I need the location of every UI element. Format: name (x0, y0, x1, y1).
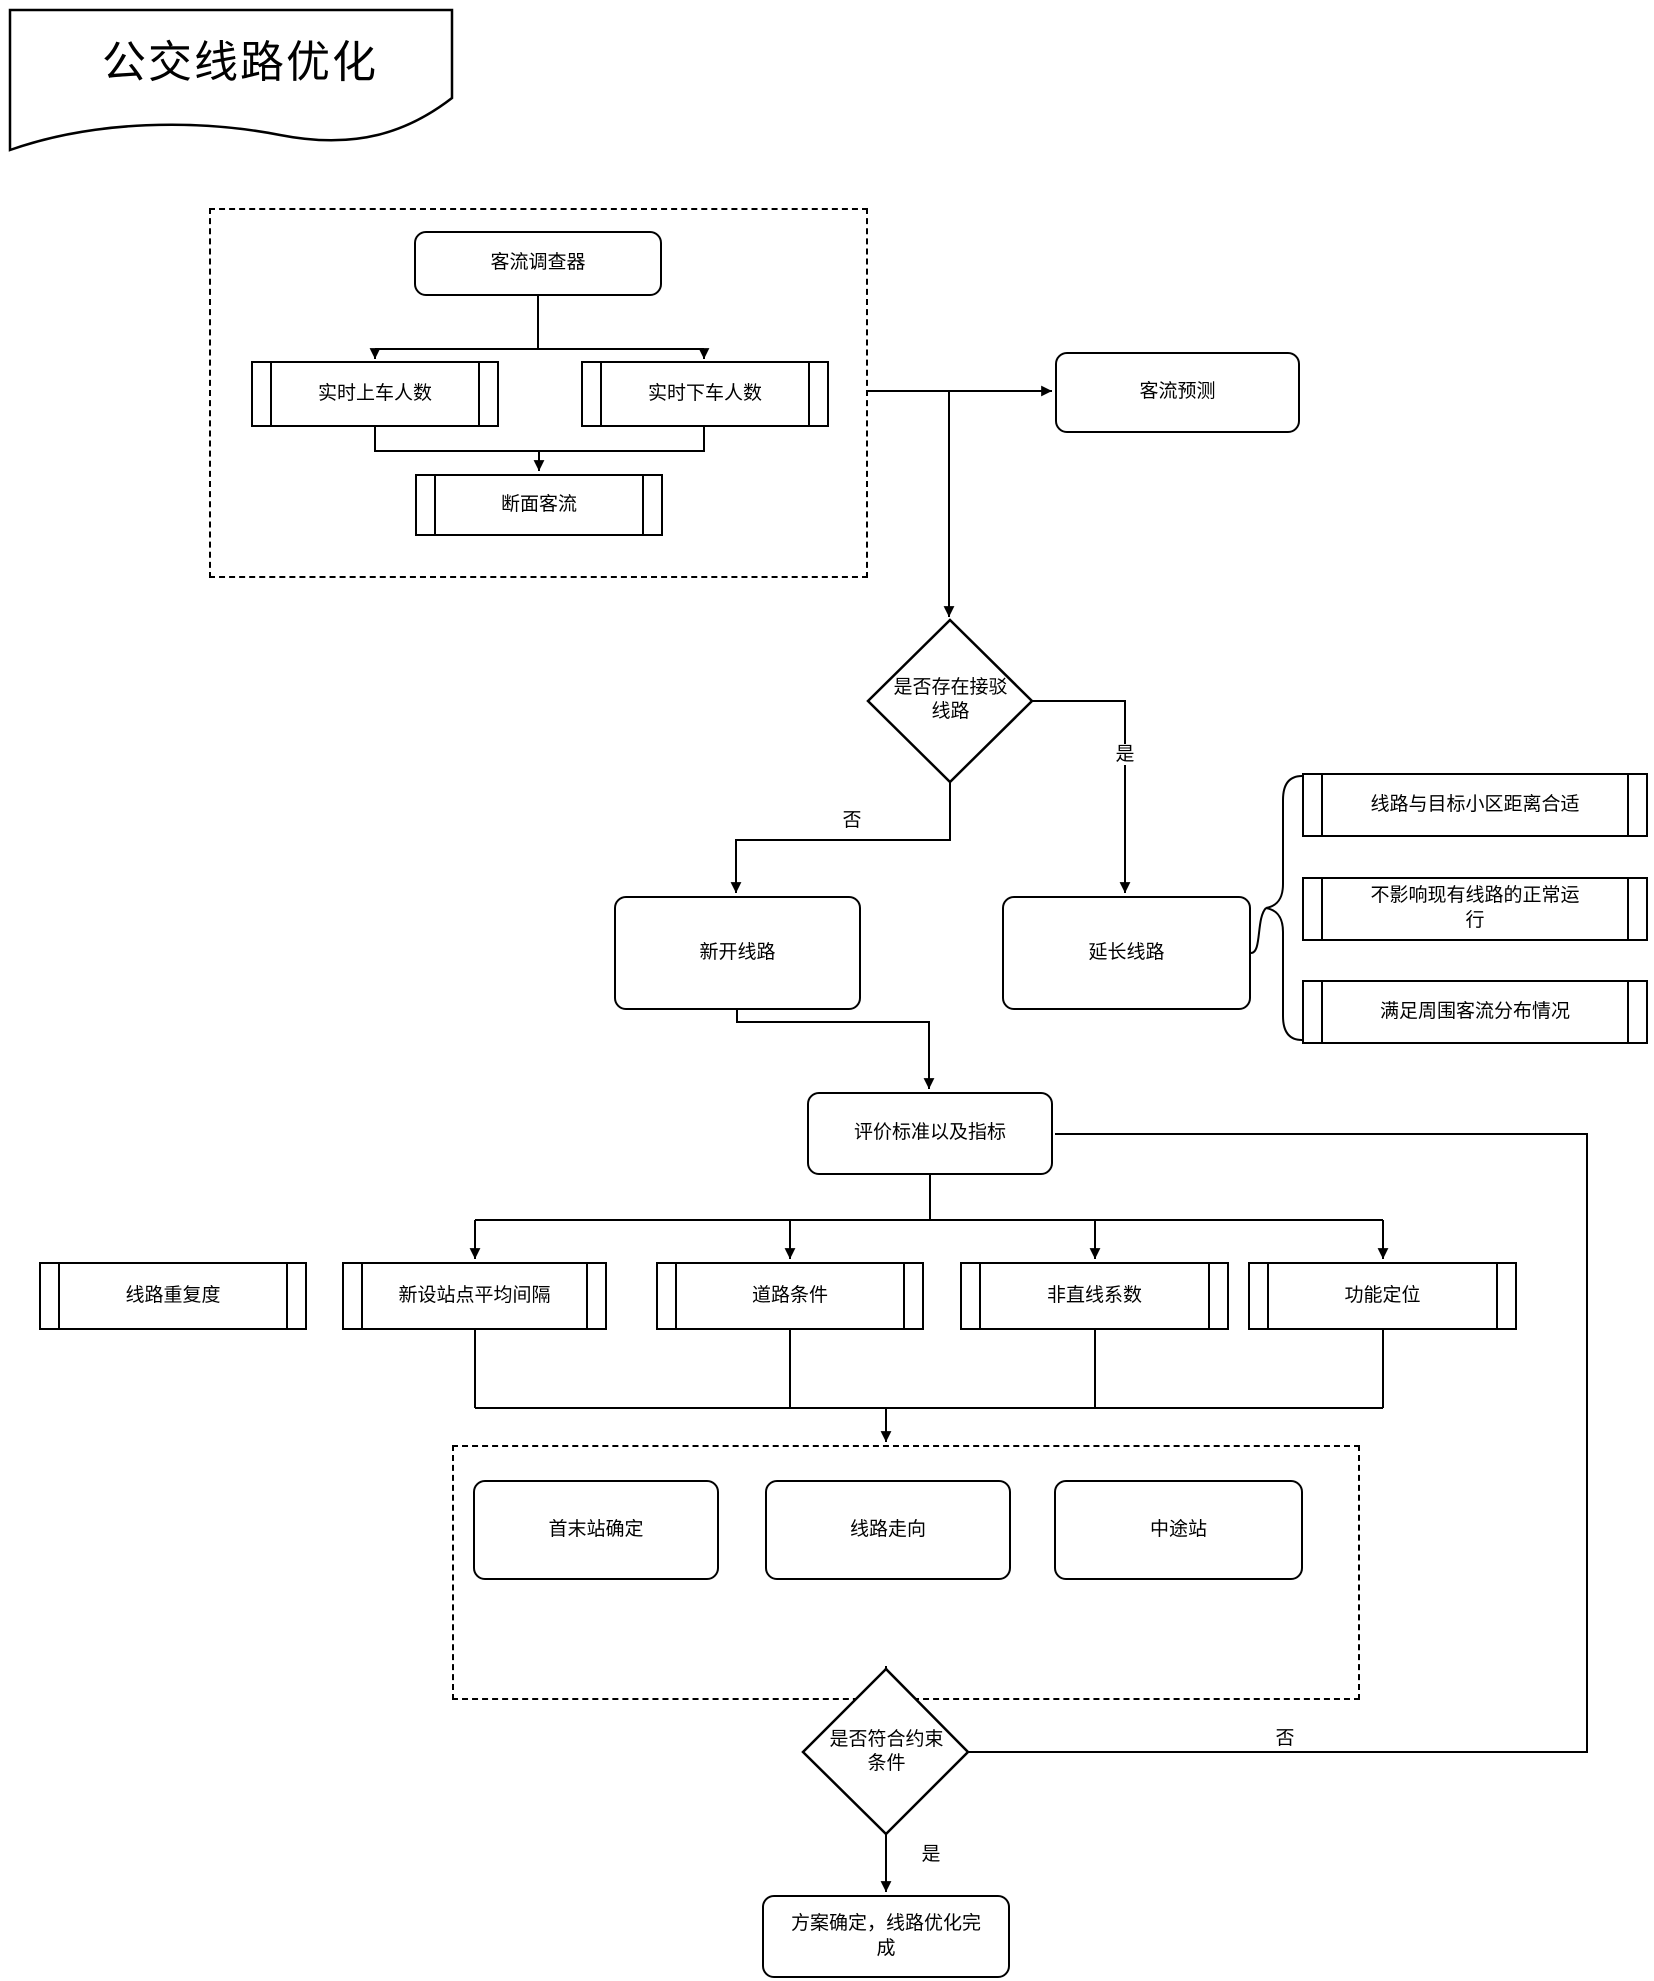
node-label: 中途站 (1149, 1518, 1207, 1540)
node-section-flow: 断面客流 (415, 474, 663, 536)
node-final: 方案确定，线路优化完成 (762, 1895, 1010, 1978)
node-nonlinear-coefficient: 非直线系数 (960, 1262, 1229, 1330)
connector-feeder-yes (1032, 700, 1131, 893)
connector-newroute-evaluation (736, 1010, 935, 1089)
node-extend-route: 延长线路 (1002, 896, 1251, 1010)
node-label: 客流预测 (1139, 381, 1216, 403)
node-label: 满足周围客流分布情况 (1379, 1000, 1570, 1022)
node-label: 延长线路 (1088, 941, 1165, 963)
connector-collector-split (375, 296, 704, 350)
feeder-decision-label: 是否存在接驳线路 (893, 677, 1008, 722)
node-label: 线路重复度 (125, 1284, 221, 1306)
node-label: 实时上车人数 (317, 382, 432, 404)
survey-group-container (209, 208, 868, 578)
node-label: 断面客流 (500, 493, 577, 515)
node-label: 线路走向 (849, 1518, 926, 1540)
node-route-direction: 线路走向 (765, 1480, 1011, 1580)
node-condition-distance: 线路与目标小区距离合适 (1302, 773, 1648, 837)
node-label: 线路与目标小区距离合适 (1370, 793, 1580, 815)
node-label: 方案确定，线路优化完成 (790, 1912, 981, 1959)
connector-merge-section (374, 427, 705, 452)
edge-label-constraint-yes: 是 (915, 1844, 947, 1865)
node-label: 非直线系数 (1046, 1284, 1142, 1306)
node-function-position: 功能定位 (1248, 1262, 1517, 1330)
node-realtime-boarding: 实时上车人数 (251, 361, 499, 427)
feeder-decision-diamond (866, 618, 1034, 784)
node-intermediate-stops: 中途站 (1054, 1480, 1303, 1580)
constraint-decision-diamond (801, 1667, 970, 1836)
edge-label-constraint-no: 否 (1269, 1728, 1301, 1749)
node-route-duplication: 线路重复度 (39, 1262, 307, 1330)
brace-extend-conditions (1265, 775, 1303, 1041)
edge-label-feeder-no: 否 (836, 810, 868, 831)
title-document-shape (8, 8, 454, 152)
node-terminal-stops: 首末站确定 (473, 1480, 719, 1580)
connector-criteria-merge (474, 1330, 1384, 1409)
node-road-condition: 道路条件 (656, 1262, 924, 1330)
node-stop-spacing: 新设站点平均间隔 (342, 1262, 607, 1330)
node-label: 客流调查器 (490, 252, 586, 274)
connector-feeder-no (730, 782, 951, 893)
node-realtime-alighting: 实时下车人数 (581, 361, 829, 427)
node-label: 功能定位 (1344, 1284, 1421, 1306)
node-passenger-collector: 客流调查器 (414, 231, 662, 296)
edge-label-feeder-yes: 是 (1109, 744, 1141, 765)
node-condition-no-impact: 不影响现有线路的正常运行 (1302, 877, 1648, 941)
node-flow-forecast: 客流预测 (1055, 352, 1300, 433)
node-label: 评价标准以及指标 (853, 1122, 1006, 1144)
node-label: 新设站点平均间隔 (398, 1284, 551, 1306)
node-label: 不影响现有线路的正常运行 (1370, 885, 1580, 931)
node-evaluation: 评价标准以及指标 (807, 1092, 1053, 1175)
constraint-decision-label: 是否符合约束条件 (829, 1729, 944, 1774)
node-label: 实时下车人数 (647, 382, 762, 404)
page-title: 公交线路优化 (102, 38, 378, 87)
connector-extend-brace (1250, 907, 1267, 954)
connector-constraint-no-feedback (968, 1133, 1588, 1753)
node-label: 道路条件 (751, 1284, 828, 1306)
node-label: 首末站确定 (548, 1518, 644, 1540)
node-label: 新开线路 (699, 941, 776, 963)
node-condition-demand: 满足周围客流分布情况 (1302, 980, 1648, 1044)
node-new-route: 新开线路 (614, 896, 861, 1010)
connector-evaluation-fanout (475, 1175, 1383, 1221)
